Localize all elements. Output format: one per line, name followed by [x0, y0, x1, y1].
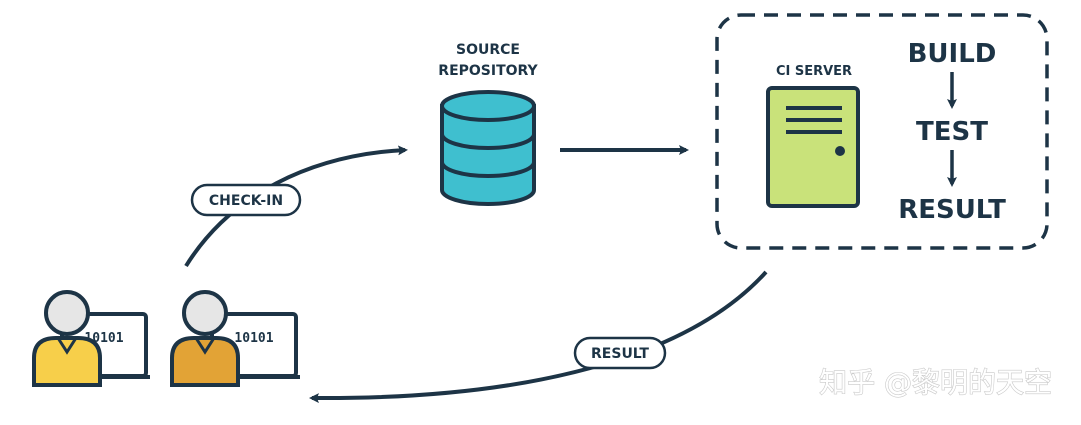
developer-2-body: [170, 336, 240, 387]
result-pill: RESULT: [573, 336, 667, 370]
developer-1-head: [44, 290, 90, 336]
source-label-line1: SOURCE: [456, 42, 520, 58]
arrow-check-in: [184, 145, 408, 268]
check-in-label: CHECK-IN: [209, 193, 283, 209]
pipeline-test: TEST: [916, 117, 988, 147]
watermark: 知乎 @黎明的天空: [819, 366, 1052, 399]
pipeline-result: RESULT: [898, 195, 1006, 225]
arrow-result: [309, 270, 768, 404]
developer-2: 10101: [170, 290, 300, 387]
pipeline-build: BUILD: [908, 39, 997, 69]
result-label: RESULT: [591, 346, 649, 362]
server-icon: [766, 86, 860, 208]
ci-server-boundary: [715, 13, 1049, 250]
developer-1: 10101: [32, 290, 150, 387]
developer-2-head: [182, 290, 228, 336]
database-icon: [440, 90, 536, 206]
developer-1-body: [32, 336, 102, 387]
check-in-pill: CHECK-IN: [190, 183, 302, 217]
source-label-line2: REPOSITORY: [438, 63, 538, 79]
developer-2-code: 10101: [234, 331, 273, 346]
pipeline: BUILD TEST RESULT: [898, 39, 1006, 225]
source-repository-label: SOURCE REPOSITORY: [438, 42, 538, 79]
ci-server-label: CI SERVER: [776, 64, 852, 79]
